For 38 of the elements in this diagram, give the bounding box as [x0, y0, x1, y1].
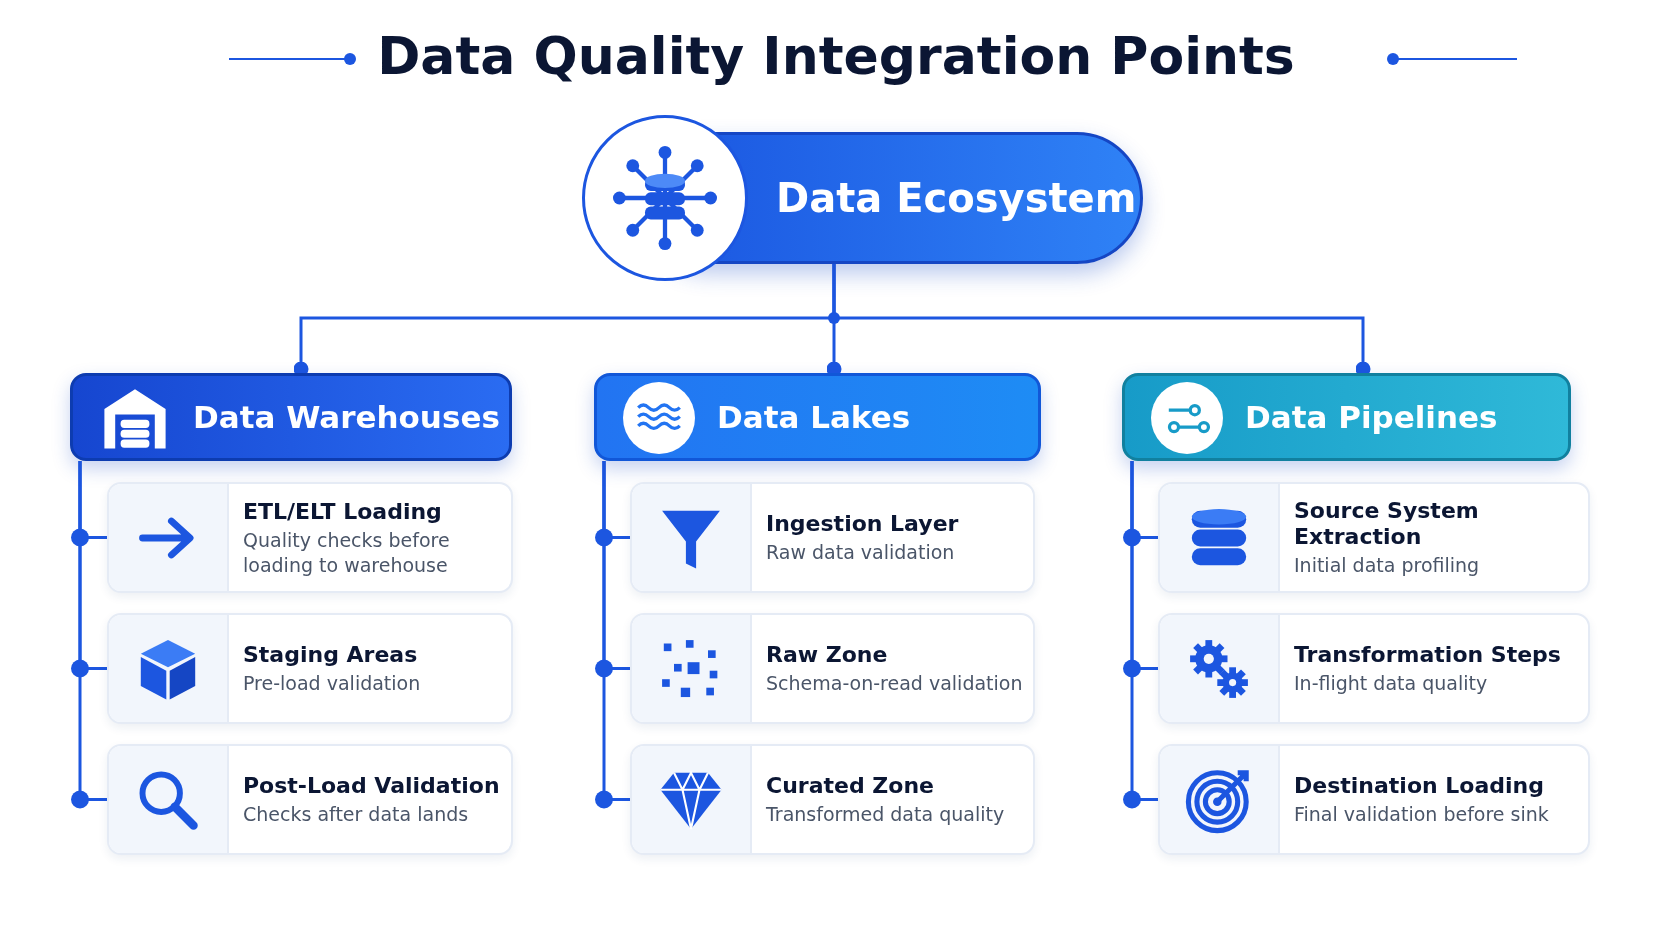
- connector-line: [1130, 461, 1158, 801]
- item-title: Raw Zone: [766, 641, 889, 668]
- item-title: Post-Load Validation: [243, 772, 501, 799]
- item-card: [107, 744, 513, 855]
- category-header: [70, 373, 512, 461]
- item-description: Schema-on-read validation: [766, 670, 1024, 696]
- item-title: Source System Extraction: [1294, 497, 1480, 551]
- title: Data Quality Integration Points: [377, 26, 1295, 86]
- item-title: Destination Loading: [1294, 772, 1545, 799]
- item-title: Curated Zone: [766, 772, 935, 799]
- item-description: Checks after data lands: [243, 801, 470, 827]
- item-card: [107, 482, 513, 593]
- item-title: Transformation Steps: [1294, 641, 1562, 668]
- item-card: [1158, 744, 1590, 855]
- category-header: [1122, 373, 1571, 461]
- item-title: ETL/ELT Loading: [243, 498, 443, 525]
- item-card: [630, 482, 1035, 593]
- item-card: [630, 744, 1035, 855]
- category-title: Data Lakes: [717, 399, 911, 435]
- item-description: In-flight data quality: [1294, 670, 1489, 696]
- item-card: [1158, 613, 1590, 724]
- item-description: Final validation before sink: [1294, 801, 1550, 827]
- item-card: [630, 613, 1035, 724]
- node-title: Data Ecosystem: [776, 175, 1137, 221]
- category-header: [594, 373, 1041, 461]
- item-title: Ingestion Layer: [766, 510, 960, 537]
- item-title: Staging Areas: [243, 641, 419, 668]
- item-description: Transformed data quality: [766, 801, 1006, 827]
- item-description: Raw data validation: [766, 539, 956, 565]
- item-card: [107, 613, 513, 724]
- item-description: Quality checks before loading to warehouse: [243, 527, 451, 577]
- category-title: Data Pipelines: [1245, 399, 1498, 435]
- item-description: Initial data profiling: [1294, 553, 1481, 578]
- item-description: Pre-load validation: [243, 670, 422, 696]
- connector-line: [78, 461, 107, 801]
- connector-line: [602, 461, 630, 801]
- item-card: [1158, 482, 1590, 593]
- category-title: Data Warehouses: [193, 399, 500, 435]
